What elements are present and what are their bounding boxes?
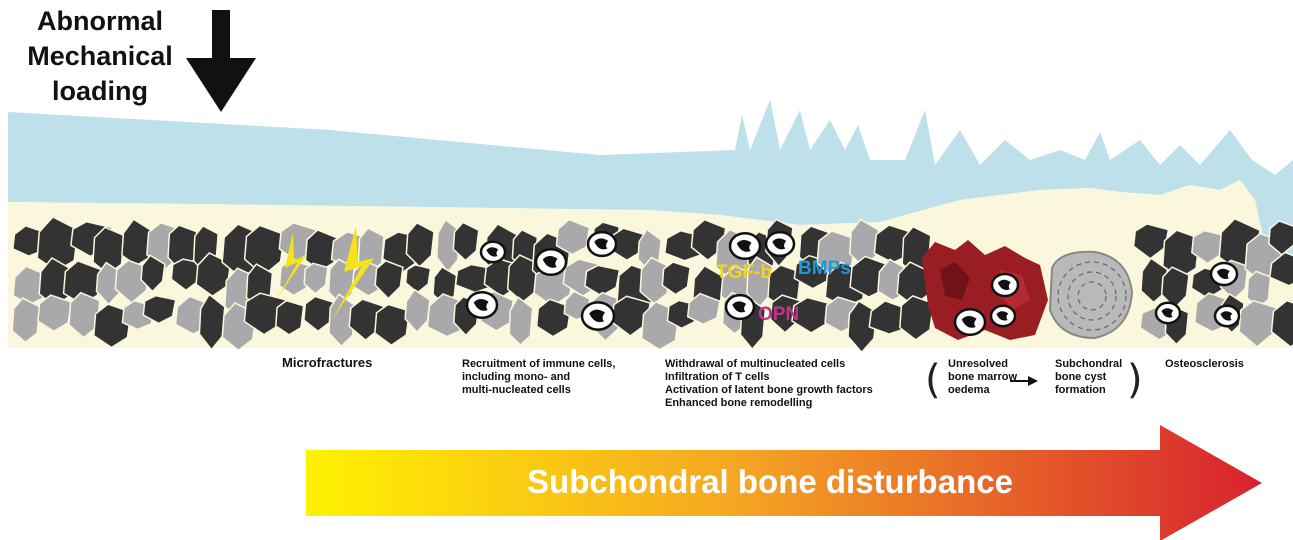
immune-cell <box>766 232 794 256</box>
immune-cell <box>1215 306 1239 326</box>
right-parenthesis: ) <box>1127 360 1143 400</box>
tgfb-label: TGF-b <box>716 262 772 284</box>
title-line-1: Abnormal <box>10 5 190 37</box>
caption-line: Enhanced bone remodelling <box>665 397 873 410</box>
caption-withdrawal: Withdrawal of multinucleated cells Infil… <box>665 358 873 410</box>
immune-cell <box>955 309 985 335</box>
immune-cell <box>1156 303 1180 323</box>
immune-cell <box>588 232 616 256</box>
caption-osteosclerosis: Osteosclerosis <box>1165 358 1244 371</box>
caption-line: including mono- and <box>462 371 615 384</box>
caption-line: Infiltration of T cells <box>665 371 873 384</box>
immune-cell <box>582 302 614 329</box>
immune-cell <box>467 292 497 318</box>
caption-line: Withdrawal of multinucleated cells <box>665 358 873 371</box>
caption-line: Activation of latent bone growth factors <box>665 384 873 397</box>
left-parenthesis: ( <box>925 360 941 400</box>
caption-line: Osteosclerosis <box>1165 358 1244 371</box>
caption-line: formation <box>1055 384 1122 397</box>
immune-cell <box>536 249 566 275</box>
title-line-3: loading <box>10 75 190 107</box>
caption-line: Unresolved <box>948 358 1017 371</box>
immune-cell <box>1211 263 1237 285</box>
immune-cell <box>730 233 760 259</box>
immune-cell <box>481 242 505 262</box>
immune-cell <box>992 274 1018 296</box>
opn-label: OPN <box>758 304 799 326</box>
bmps-label: BMPs <box>798 258 851 280</box>
caption-line: bone marrow <box>948 371 1017 384</box>
immune-cell <box>726 295 754 319</box>
bone-cyst <box>1050 252 1132 338</box>
caption-microfractures: Microfractures <box>282 356 372 369</box>
caption-oedema: Unresolved bone marrow oedema <box>948 358 1017 397</box>
banner-label: Subchondral bone disturbance <box>300 460 1240 504</box>
caption-line: multi-nucleated cells <box>462 384 615 397</box>
caption-cyst: Subchondral bone cyst formation <box>1055 358 1122 397</box>
caption-line: oedema <box>948 384 1017 397</box>
caption-line: Microfractures <box>282 356 372 369</box>
title-line-2: Mechanical <box>10 40 190 72</box>
immune-cell <box>991 306 1015 326</box>
caption-line: Subchondral <box>1055 358 1122 371</box>
caption-recruitment: Recruitment of immune cells, including m… <box>462 358 615 397</box>
bone-fragment <box>1247 271 1270 307</box>
caption-line: bone cyst <box>1055 371 1122 384</box>
caption-line: Recruitment of immune cells, <box>462 358 615 371</box>
down-arrow-icon <box>186 10 256 112</box>
